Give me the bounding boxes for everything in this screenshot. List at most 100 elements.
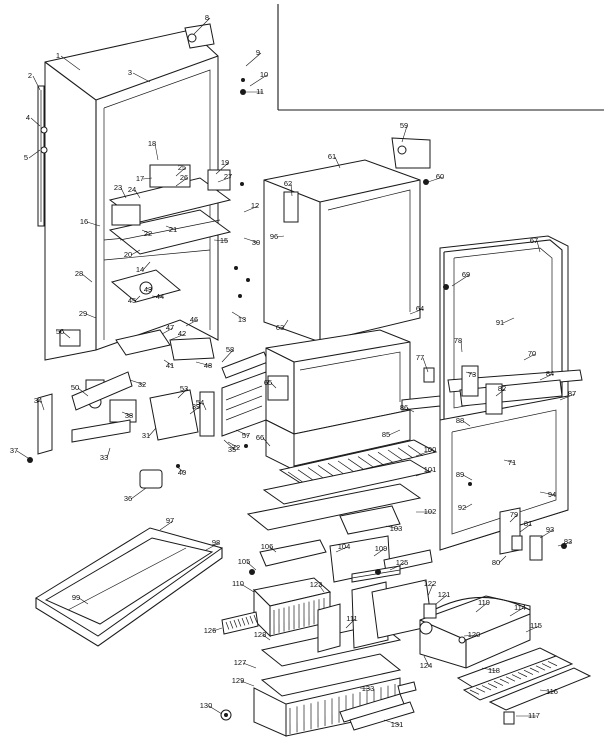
part-label-4: 4 <box>26 113 30 122</box>
part-label-103: 103 <box>390 524 403 533</box>
leader-line-37 <box>17 451 28 458</box>
part-label-11: 11 <box>256 87 264 96</box>
part-label-58: 58 <box>226 345 234 354</box>
part-label-67: 67 <box>530 236 538 245</box>
part-label-28: 28 <box>75 269 83 278</box>
part-label-65: 65 <box>264 378 272 387</box>
part-label-100: 100 <box>424 445 437 454</box>
part-label-32: 32 <box>138 380 146 389</box>
part-label-91: 91 <box>496 318 504 327</box>
part-label-86: 86 <box>400 403 408 412</box>
part-label-115: 115 <box>530 621 542 630</box>
part-label-78: 78 <box>454 336 462 345</box>
part-label-36: 36 <box>124 494 132 503</box>
part-label-47: 47 <box>166 323 174 332</box>
part-label-57: 57 <box>242 431 250 440</box>
part-label-130: 130 <box>200 701 213 710</box>
part-label-129: 129 <box>232 676 245 685</box>
part-label-15: 15 <box>220 236 228 245</box>
part-label-92: 92 <box>458 503 466 512</box>
part-label-96: 96 <box>270 232 278 241</box>
part-label-1: 1 <box>56 51 60 60</box>
part-label-63: 63 <box>276 323 284 332</box>
part-label-5: 5 <box>24 153 28 162</box>
part-label-97: 97 <box>166 516 174 525</box>
part-label-53: 53 <box>180 384 188 393</box>
part-label-84: 84 <box>546 369 554 378</box>
part-label-43: 43 <box>144 285 152 294</box>
part-label-118: 118 <box>488 666 500 675</box>
part-label-59: 59 <box>400 121 408 130</box>
part-label-48: 48 <box>204 361 212 370</box>
part-label-34: 34 <box>34 396 42 405</box>
part-label-13: 13 <box>238 315 246 324</box>
part-label-44: 44 <box>156 292 164 301</box>
part-label-25: 25 <box>178 163 186 172</box>
part-label-99: 99 <box>72 593 80 602</box>
part-label-133: 133 <box>362 684 375 693</box>
part-label-72: 72 <box>232 443 240 452</box>
part-label-85: 85 <box>382 430 390 439</box>
part-label-128: 128 <box>254 630 267 639</box>
part-label-116: 116 <box>546 687 558 696</box>
part-label-80: 80 <box>492 558 500 567</box>
part-label-88: 88 <box>456 416 464 425</box>
part-label-62: 62 <box>284 179 292 188</box>
part-label-73: 73 <box>468 370 476 379</box>
part-label-9: 9 <box>256 48 260 57</box>
part-label-37: 37 <box>10 446 18 455</box>
part-label-23: 23 <box>114 183 122 192</box>
part-label-123: 123 <box>310 580 323 589</box>
part-label-122: 122 <box>424 579 437 588</box>
part-label-16: 16 <box>80 217 88 226</box>
part-label-109: 109 <box>375 544 388 553</box>
part-label-117: 117 <box>528 711 540 720</box>
part-label-98: 98 <box>212 538 220 547</box>
part-label-24: 24 <box>128 185 136 194</box>
part-label-3: 3 <box>128 68 132 77</box>
part-label-22: 22 <box>144 229 152 238</box>
part-label-114: 114 <box>514 603 526 612</box>
part-label-27: 27 <box>224 172 232 181</box>
part-label-126: 126 <box>204 626 217 635</box>
part-label-14: 14 <box>136 265 144 274</box>
part-label-60: 60 <box>436 172 444 181</box>
part-label-83: 83 <box>564 537 572 546</box>
part-label-61: 61 <box>328 152 336 161</box>
part-label-21: 21 <box>169 225 177 234</box>
part-label-20: 20 <box>124 250 132 259</box>
part-label-10: 10 <box>260 70 268 79</box>
part-label-17: 17 <box>136 174 144 183</box>
part-label-29: 29 <box>79 309 87 318</box>
part-label-77: 77 <box>416 353 424 362</box>
leader-line-2 <box>33 76 40 90</box>
part-label-101: 101 <box>424 465 437 474</box>
part-label-93: 93 <box>546 525 554 534</box>
leader-line-36 <box>131 488 146 499</box>
freezer-liner <box>264 138 430 342</box>
part-label-18: 18 <box>148 139 156 148</box>
part-label-79: 79 <box>510 510 518 519</box>
part-label-102: 102 <box>424 507 437 516</box>
part-label-33: 33 <box>100 453 108 462</box>
part-label-69: 69 <box>462 270 470 279</box>
bottom-tray <box>36 528 222 646</box>
part-label-40: 40 <box>178 468 186 477</box>
part-label-54: 54 <box>196 398 204 407</box>
part-label-50: 50 <box>71 383 79 392</box>
part-label-127: 127 <box>234 658 247 667</box>
part-label-106: 106 <box>261 542 274 551</box>
part-label-66: 66 <box>256 433 264 442</box>
part-label-71: 71 <box>508 458 516 467</box>
part-label-42: 42 <box>178 329 186 338</box>
part-label-45: 45 <box>128 296 136 305</box>
part-label-81: 81 <box>524 519 532 528</box>
part-label-2: 2 <box>28 71 32 80</box>
part-label-12: 12 <box>251 201 259 210</box>
part-label-124: 124 <box>420 661 433 670</box>
part-label-119: 119 <box>478 598 490 607</box>
part-label-87: 87 <box>568 389 576 398</box>
part-label-94: 94 <box>548 490 556 499</box>
part-label-131: 131 <box>391 720 404 729</box>
